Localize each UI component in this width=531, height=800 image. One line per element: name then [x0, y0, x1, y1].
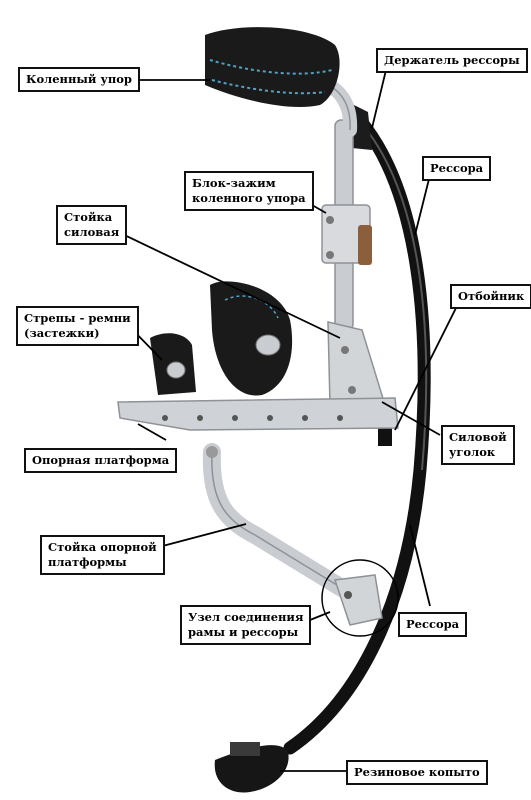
label-straps: Стрепы - ремни (застежки): [16, 306, 139, 346]
leader-platform-post: [154, 523, 247, 549]
leader-bumper: [394, 299, 461, 431]
platform-post: [202, 443, 354, 599]
label-power-bracket: Силовой уголок: [441, 425, 515, 465]
leader-lines: [117, 69, 461, 772]
label-knee-rest: Коленный упор: [18, 67, 140, 92]
label-bumper: Отбойник: [450, 284, 531, 309]
label-platform-post: Стойка опорной платформы: [40, 535, 165, 575]
leader-spring-top: [414, 174, 431, 236]
frame-joint-plate: [333, 574, 383, 626]
leaf-spring: [283, 111, 431, 755]
knee-rest-pad: [205, 27, 340, 108]
bumper-block: [378, 428, 392, 446]
label-frame-joint: Узел соединения рамы и рессоры: [180, 605, 312, 645]
frame-joint-highlight: [321, 559, 399, 637]
leader-platform: [137, 423, 167, 441]
leader-power-bracket: [381, 401, 441, 436]
label-power-post: Стойка силовая: [56, 205, 128, 245]
support-platform: [117, 397, 399, 431]
label-spring-top: Рессора: [422, 156, 492, 181]
label-platform: Опорная платформа: [24, 448, 178, 473]
label-spring-holder: Держатель рессоры: [376, 48, 528, 73]
label-spring-bottom: Рессора: [398, 612, 468, 637]
leader-spring-holder: [371, 69, 387, 129]
rubber-hoof: [214, 745, 289, 793]
main-strap: [210, 281, 293, 396]
leader-power-post: [117, 231, 341, 339]
leaf-spring-highlight: [361, 123, 428, 471]
label-rubber-hoof: Резиновое копыто: [346, 760, 488, 785]
label-knee-clamp: Блок-зажим коленного упора: [184, 171, 314, 211]
power-bracket: [327, 321, 387, 406]
leader-spring-bottom: [409, 524, 431, 607]
